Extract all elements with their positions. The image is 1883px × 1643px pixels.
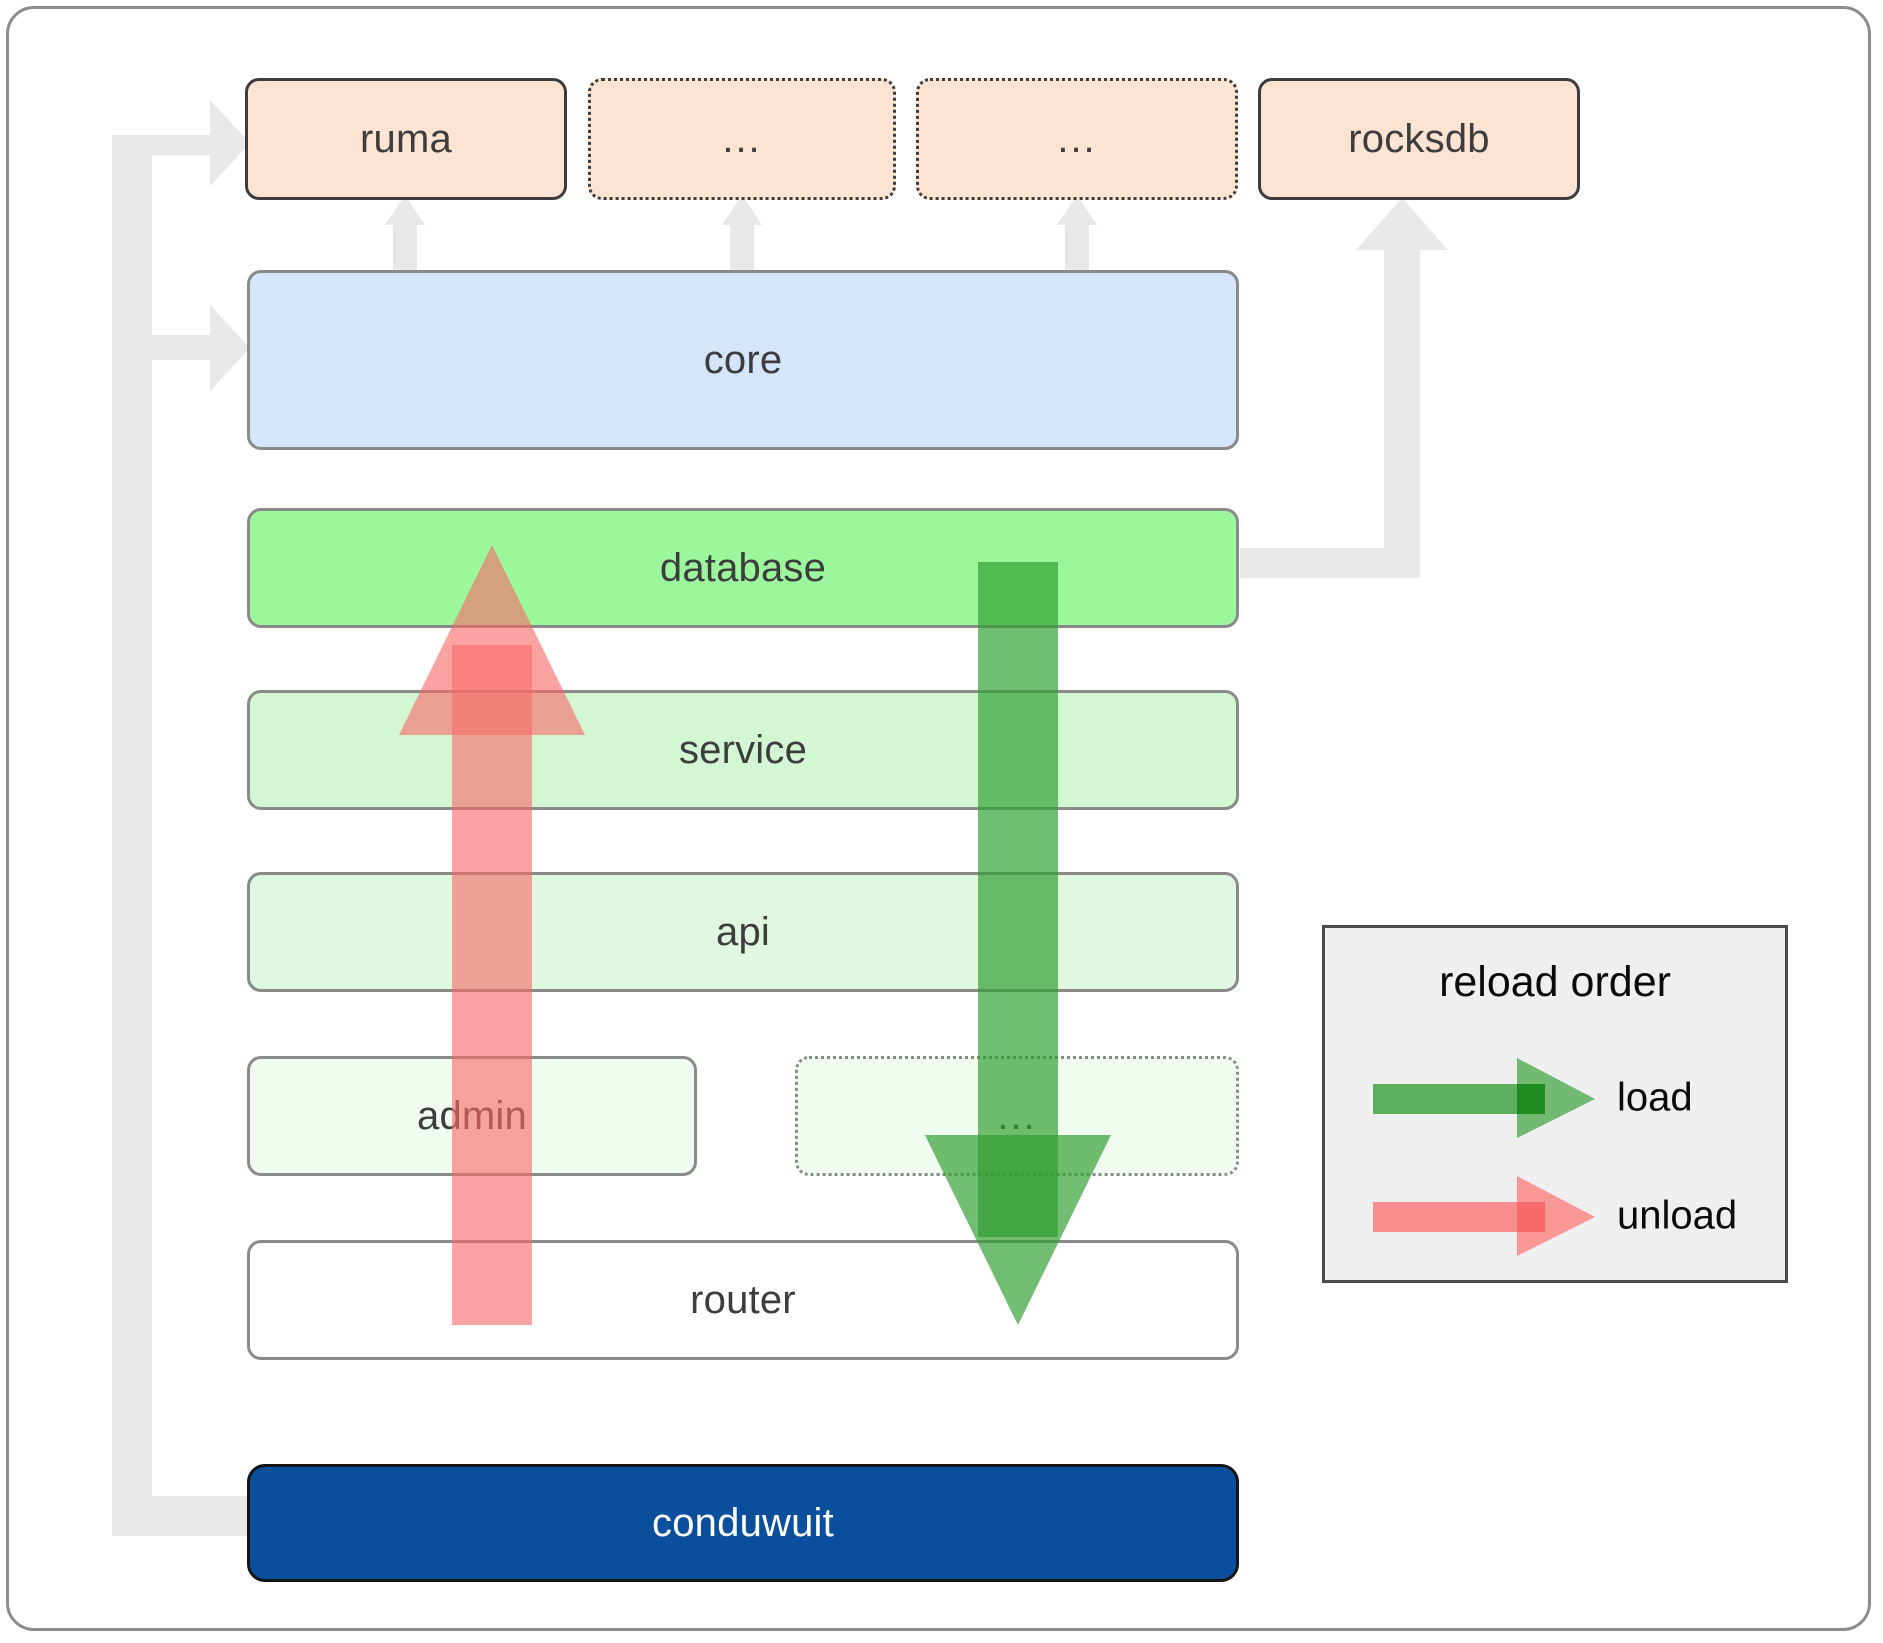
- crate-ellipsis-2[interactable]: ...: [916, 78, 1238, 200]
- layer-database-label: database: [659, 546, 827, 590]
- diagram-frame: [6, 6, 1871, 1631]
- binary-conduwuit-label: conduwuit: [652, 1501, 834, 1545]
- legend-panel: reload order load unload: [1322, 925, 1788, 1283]
- crate-ruma[interactable]: ruma: [245, 78, 567, 200]
- crate-ellipsis-1[interactable]: ...: [588, 78, 896, 200]
- crate-rocksdb-label: rocksdb: [1348, 117, 1490, 161]
- layer-core[interactable]: core: [247, 270, 1239, 450]
- layer-core-label: core: [703, 338, 783, 382]
- load-legend-label: load: [1617, 1075, 1693, 1120]
- layer-admin[interactable]: admin: [247, 1056, 697, 1176]
- unload-legend-label: unload: [1617, 1193, 1738, 1238]
- layer-service[interactable]: service: [247, 690, 1239, 810]
- layer-admin-label: admin: [417, 1094, 527, 1138]
- legend-title: reload order: [1439, 958, 1671, 1006]
- unload-legend-icon: [1373, 1176, 1595, 1256]
- layer-database[interactable]: database: [247, 508, 1239, 628]
- crate-rocksdb[interactable]: rocksdb: [1258, 78, 1580, 200]
- layer-ellipsis-label: ...: [997, 1094, 1037, 1138]
- crate-ellipsis-1-label: ...: [722, 117, 762, 161]
- layer-router[interactable]: router: [247, 1240, 1239, 1360]
- layer-api-label: api: [716, 910, 770, 954]
- layer-service-label: service: [678, 728, 808, 772]
- layer-router-label: router: [690, 1278, 796, 1322]
- layer-api[interactable]: api: [247, 872, 1239, 992]
- legend-row-load: load: [1325, 1058, 1785, 1138]
- load-legend-icon: [1373, 1058, 1595, 1138]
- binary-conduwuit[interactable]: conduwuit: [247, 1464, 1239, 1582]
- crate-ruma-label: ruma: [360, 117, 452, 161]
- layer-ellipsis[interactable]: ...: [795, 1056, 1239, 1176]
- crate-ellipsis-2-label: ...: [1057, 117, 1097, 161]
- legend-row-unload: unload: [1325, 1176, 1785, 1256]
